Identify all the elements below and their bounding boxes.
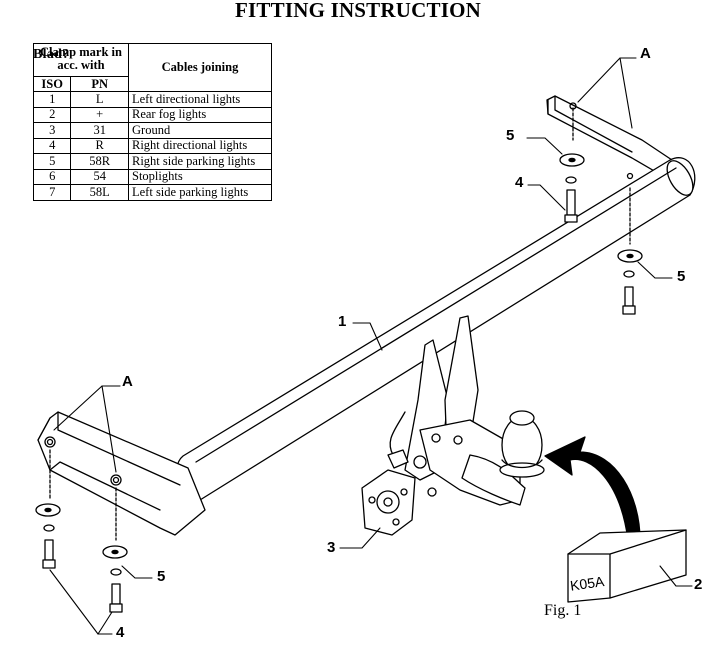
left-bolt-head-icon [44, 436, 56, 448]
bolt-icon [44, 539, 54, 561]
table-row: 4 R Right directional lights [32, 137, 272, 154]
callout-1: 1 [338, 313, 347, 330]
installation-arrow-icon [544, 436, 641, 541]
clamp-mark-header: Clamp mark in acc. with [33, 43, 129, 77]
box-label: K05A [569, 573, 606, 594]
table-row: 5 58R Right side parking lights [32, 153, 272, 170]
callout-4-top: 4 [515, 174, 524, 191]
callout-a-top: A [640, 45, 651, 62]
iso-cell: 4 [32, 137, 72, 154]
socket-plate [361, 449, 416, 536]
callout-4-bottom: 4 [116, 624, 125, 641]
pn-header: PN [70, 76, 129, 92]
pn-cell: 58R [70, 153, 129, 170]
bolt-icon [111, 583, 121, 605]
cable-cell: Right side parking lights [128, 153, 272, 170]
left-hardware [35, 449, 128, 613]
bolt-icon [624, 286, 634, 307]
part-box [567, 529, 687, 603]
iso-header: ISO [32, 76, 72, 92]
callout-a-left: A [122, 373, 133, 390]
table-row: 2 + Rear fog lights [32, 106, 272, 123]
bolt-icon [566, 189, 576, 216]
callout-5-right: 5 [677, 268, 686, 285]
table-row: 6 54 Stoplights [32, 168, 272, 185]
page-title: FITTING INSTRUCTION [235, 0, 481, 22]
table-header-row: Clamp mark in acc. with Cables joining [33, 43, 272, 92]
callout-5-top: 5 [506, 127, 515, 144]
wiring-table: Clamp mark in acc. with Cables joining I… [32, 43, 272, 201]
overlapping-ghost-text: Blad? [33, 47, 70, 62]
box-label-svg: K05A [569, 573, 606, 594]
left-bracket [37, 411, 206, 536]
cable-cell: Right directional lights [128, 137, 272, 154]
callout-3: 3 [327, 539, 336, 556]
iso-cell: 7 [32, 184, 72, 201]
figure-label: Fig. 1 [544, 602, 582, 619]
towball-assembly [389, 315, 545, 506]
callout-5-bottom: 5 [157, 568, 166, 585]
callout-2: 2 [694, 576, 703, 593]
cable-cell: Left side parking lights [128, 184, 272, 201]
right-hardware-top [559, 107, 585, 223]
cables-joining-header: Cables joining [128, 43, 272, 92]
leader-lines [49, 57, 693, 635]
right-hardware-side [617, 187, 643, 315]
table-subheader-row: ISO PN [32, 76, 272, 92]
cable-cell: Rear fog lights [128, 106, 272, 123]
table-row: 7 58L Left side parking lights [32, 184, 272, 201]
